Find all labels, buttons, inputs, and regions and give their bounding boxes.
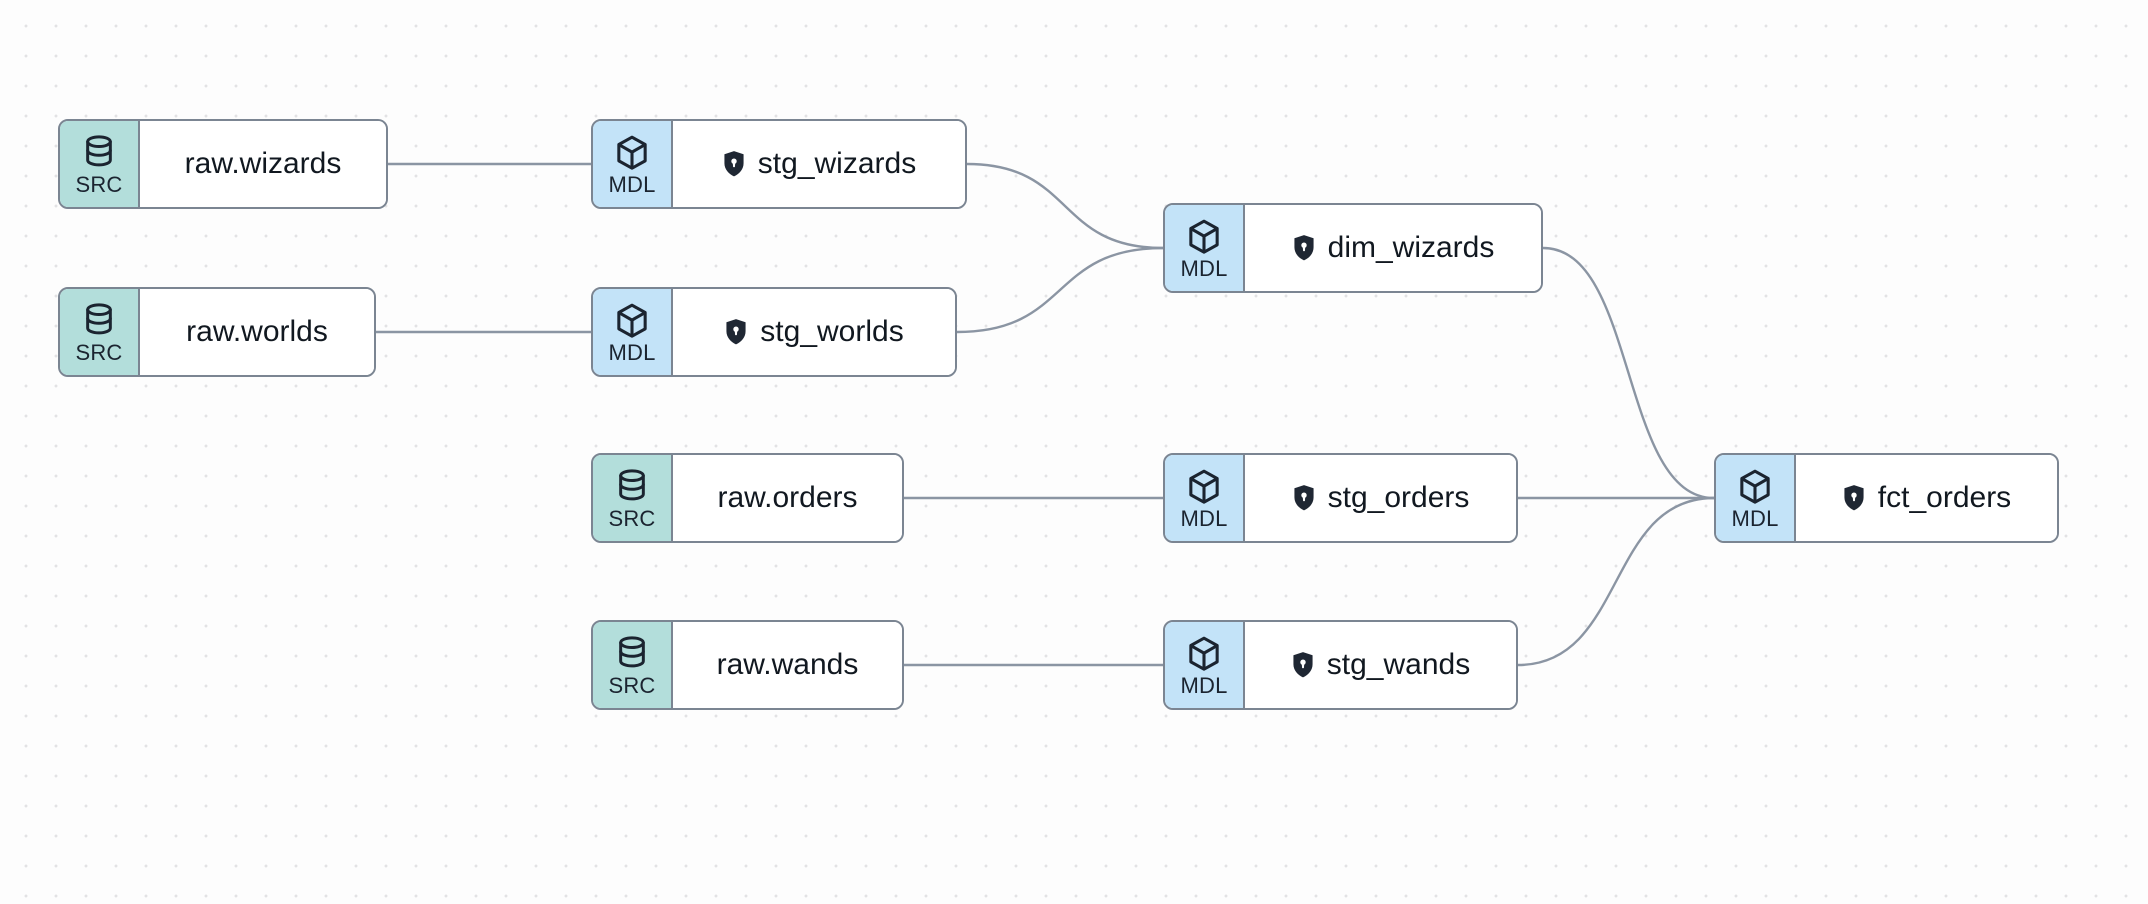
cube-icon: [614, 134, 650, 172]
cube-icon: [1737, 468, 1773, 506]
node-body: stg_wands: [1245, 622, 1516, 708]
node-kind-badge: MDL: [1165, 622, 1245, 708]
shield-lock-icon: [722, 150, 746, 178]
node-kind-badge: MDL: [593, 289, 673, 375]
node-dim_wizards[interactable]: MDL dim_wizards: [1163, 203, 1543, 293]
node-label: stg_orders: [1327, 481, 1470, 514]
node-body: raw.worlds: [140, 289, 374, 375]
node-stg_wands[interactable]: MDL stg_wands: [1163, 620, 1518, 710]
node-kind-badge: SRC: [60, 121, 140, 207]
node-stg_orders[interactable]: MDL stg_orders: [1163, 453, 1518, 543]
node-label: raw.wands: [716, 648, 859, 681]
node-label: fct_orders: [1877, 481, 2012, 514]
node-raw_orders[interactable]: SRC raw.orders: [591, 453, 904, 543]
edge-stg_worlds-to-dim_wizards: [955, 246, 1165, 334]
cube-icon: [614, 302, 650, 340]
database-icon: [615, 635, 649, 673]
node-label: dim_wizards: [1327, 231, 1495, 264]
database-icon: [615, 468, 649, 506]
node-fct_orders[interactable]: MDL fct_orders: [1714, 453, 2059, 543]
node-body: stg_wizards: [673, 121, 965, 207]
node-body: raw.wizards: [140, 121, 386, 207]
node-kind-label: SRC: [608, 506, 656, 531]
shield-lock-icon: [1291, 651, 1315, 679]
node-kind-label: SRC: [608, 673, 656, 698]
node-kind-badge: SRC: [593, 455, 673, 541]
database-icon: [82, 134, 116, 172]
shield-lock-icon: [1292, 484, 1316, 512]
cube-icon: [1186, 468, 1222, 506]
node-body: stg_worlds: [673, 289, 955, 375]
cube-icon: [1186, 218, 1222, 256]
node-body: stg_orders: [1245, 455, 1516, 541]
node-kind-label: MDL: [1180, 673, 1228, 698]
node-kind-badge: MDL: [1165, 455, 1245, 541]
shield-lock-icon: [1292, 234, 1316, 262]
cube-icon: [1186, 635, 1222, 673]
node-raw_wizards[interactable]: SRC raw.wizards: [58, 119, 388, 209]
node-stg_worlds[interactable]: MDL stg_worlds: [591, 287, 957, 377]
node-body: dim_wizards: [1245, 205, 1541, 291]
node-kind-badge: MDL: [593, 121, 673, 207]
node-kind-label: MDL: [608, 172, 656, 197]
node-kind-badge: MDL: [1165, 205, 1245, 291]
node-kind-label: MDL: [608, 340, 656, 365]
edge-dim_wizards-to-fct_orders: [1541, 246, 1716, 500]
node-body: raw.orders: [673, 455, 902, 541]
node-kind-label: MDL: [1180, 506, 1228, 531]
node-kind-badge: SRC: [60, 289, 140, 375]
node-kind-label: SRC: [75, 172, 123, 197]
node-kind-badge: SRC: [593, 622, 673, 708]
edge-stg_wizards-to-dim_wizards: [965, 162, 1165, 250]
node-label: stg_wizards: [757, 147, 917, 180]
edge-stg_wands-to-fct_orders: [1516, 496, 1716, 667]
node-stg_wizards[interactable]: MDL stg_wizards: [591, 119, 967, 209]
node-kind-label: SRC: [75, 340, 123, 365]
node-label: stg_wands: [1326, 648, 1471, 681]
shield-lock-icon: [1842, 484, 1866, 512]
node-kind-badge: MDL: [1716, 455, 1796, 541]
node-raw_wands[interactable]: SRC raw.wands: [591, 620, 904, 710]
node-label: raw.worlds: [186, 315, 328, 348]
node-kind-label: MDL: [1731, 506, 1779, 531]
node-raw_worlds[interactable]: SRC raw.worlds: [58, 287, 376, 377]
node-label: raw.orders: [717, 481, 858, 514]
shield-lock-icon: [724, 318, 748, 346]
node-label: stg_worlds: [760, 315, 904, 348]
node-label: raw.wizards: [184, 147, 342, 180]
node-body: fct_orders: [1796, 455, 2057, 541]
node-kind-label: MDL: [1180, 256, 1228, 281]
node-body: raw.wands: [673, 622, 902, 708]
database-icon: [82, 302, 116, 340]
